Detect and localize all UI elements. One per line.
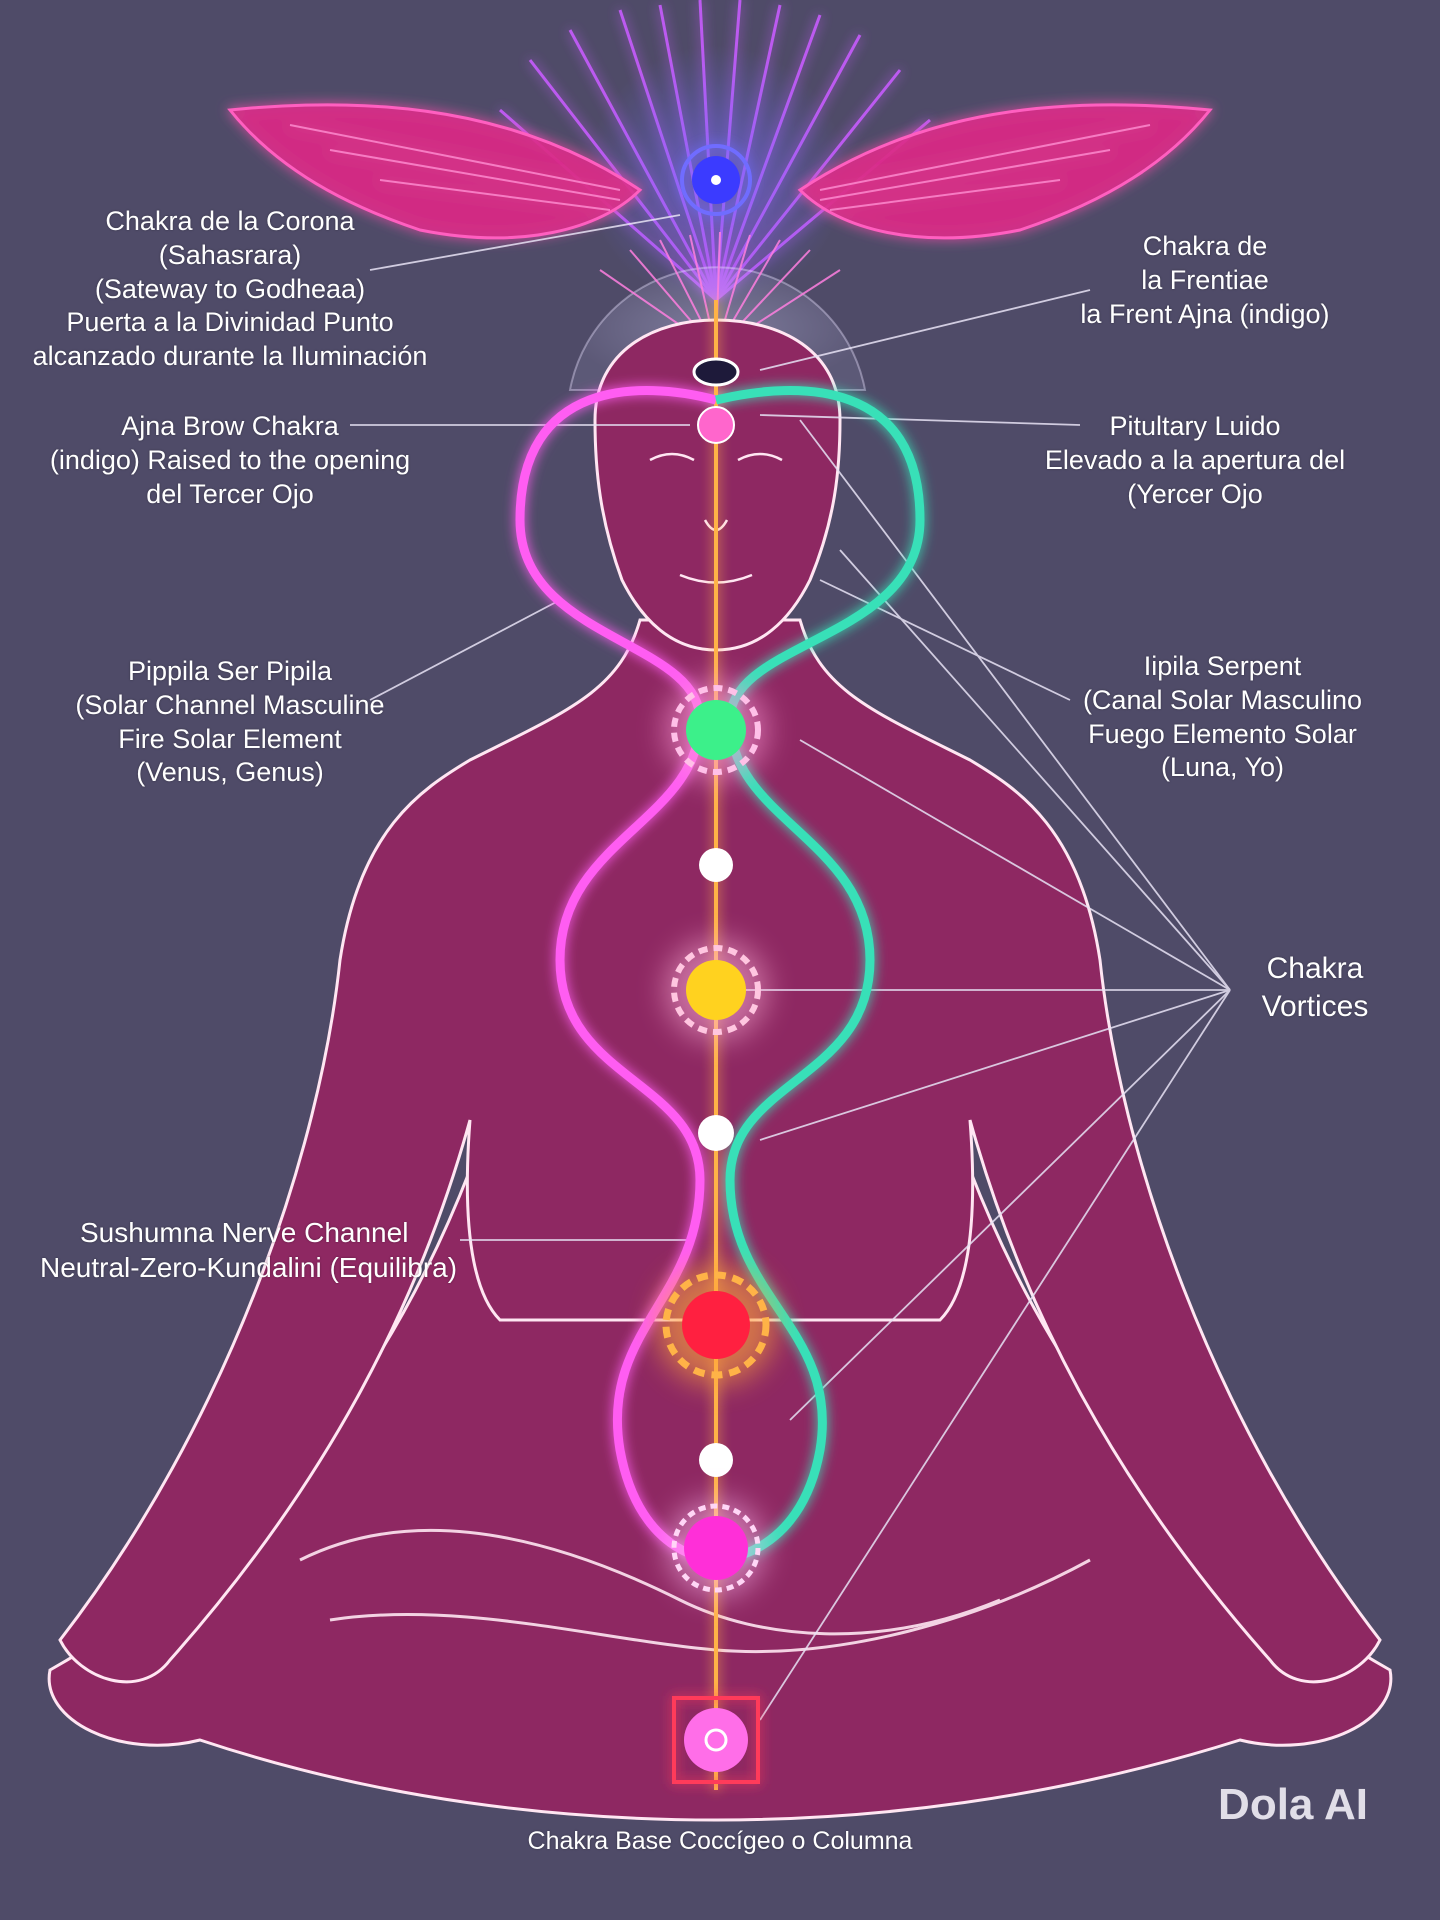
brow-right-line-3: la Frent Ajna (indigo): [1080, 298, 1330, 329]
pippila-label: Pippila Ser Pipila (Solar Channel Mascul…: [55, 655, 405, 790]
pippila-line-3: Fire Solar Element: [118, 723, 342, 754]
pippila-line-1: Pippila Ser Pipila: [127, 656, 333, 686]
node-middle: [698, 1115, 734, 1151]
ipila-serpent-label: Iipila Serpent (Canal Solar Masculino Fu…: [1045, 650, 1400, 785]
leader-lines: [350, 214, 1231, 1721]
chakra-sacral: [656, 1265, 776, 1385]
sushumna-line-1: Sushumna Nerve Channel: [80, 1217, 409, 1248]
crown-label-line-3: (Sateway to Godheaa): [94, 273, 366, 304]
chakra-root-magenta: [666, 1498, 766, 1598]
ajna-brow-label: Ajna Brow Chakra (indigo) Raised to the …: [40, 410, 420, 511]
pituitary-line-3: (Yercer Ojo: [1127, 478, 1263, 509]
pippila-line-4: (Venus, Genus): [136, 757, 324, 788]
vortices-line-2: Vortices: [1261, 989, 1369, 1023]
brow-right-line-2: la Frentiae: [1141, 264, 1269, 295]
chakra-solar-plexus: [664, 938, 768, 1042]
pippila-line-2: (Solar Channel Masculine: [75, 689, 385, 720]
node-upper: [699, 848, 733, 882]
base-chakra-label: Chakra Base Coccígeo o Columna: [527, 1827, 913, 1855]
pituitary-line-1: Pitultary Luido: [1109, 411, 1281, 441]
wings: [227, 103, 1213, 240]
crown-label-line-1: Chakra de la Corona: [105, 206, 355, 236]
pituitary-label: Pitultary Luido Elevado a la apertura de…: [1010, 410, 1380, 511]
ipila-line-1: Iipila Serpent: [1143, 651, 1302, 681]
chakra-vortices-label: Chakra Vortices: [1230, 950, 1400, 1025]
ipila-line-4: (Luna, Yo): [1160, 752, 1285, 783]
sushumna-line-2: Neutral-Zero-Kundalini (Equilibra): [40, 1252, 458, 1283]
ipila-line-2: (Canal Solar Masculino: [1082, 684, 1363, 715]
crown-label-line-5: alcanzado durante la Iluminación: [32, 341, 428, 371]
chakra-third-eye: [692, 357, 740, 444]
ajna-line-1: Ajna Brow Chakra: [121, 411, 339, 441]
sushumna-label: Sushumna Nerve Channel Neutral-Zero-Kund…: [40, 1215, 520, 1285]
pituitary-line-2: Elevado a la apertura del: [1044, 444, 1346, 475]
node-lower: [699, 1443, 733, 1477]
crown-chakra-label: Chakra de la Corona (Sahasrara) (Sateway…: [30, 205, 430, 374]
crown-label-line-2: (Sahasrara): [158, 239, 302, 270]
crown-label-line-4: Puerta a la Divinidad Punto: [66, 307, 394, 338]
vortices-line-1: Chakra: [1266, 952, 1364, 985]
brow-right-line-1: Chakra de: [1142, 231, 1268, 261]
chakra-base: [672, 1696, 760, 1784]
chakra-heart: [664, 678, 768, 782]
ajna-line-3: del Tercer Ojo: [146, 478, 314, 509]
ajna-line-2: (indigo) Raised to the opening: [49, 444, 411, 475]
watermark: Dola AI: [1218, 1780, 1368, 1829]
ipila-line-3: Fuego Elemento Solar: [1088, 718, 1357, 749]
brow-chakra-right-label: Chakra de la Frentiae la Frent Ajna (ind…: [1060, 230, 1350, 331]
chakra-crown: [680, 144, 752, 216]
